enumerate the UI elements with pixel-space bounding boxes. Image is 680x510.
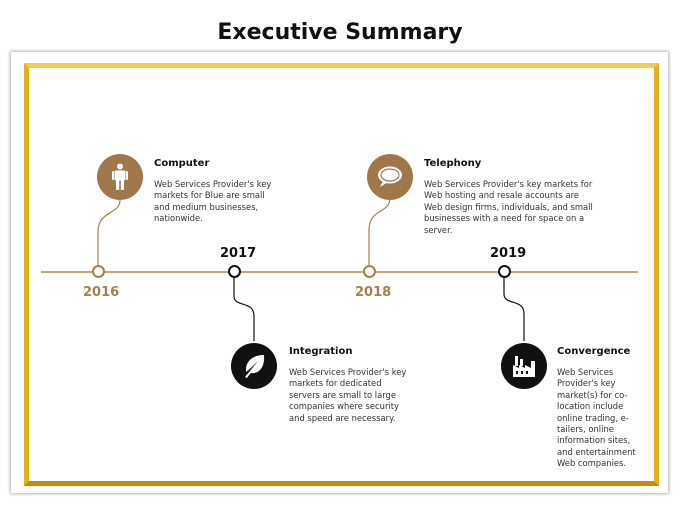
milestone-heading-computer: Computer [154,158,210,169]
timeline-node-2019 [498,265,511,278]
timeline-node-2017 [228,265,241,278]
connector-2019 [503,276,525,341]
connector-2017 [233,276,255,341]
speech-bubble-icon [378,166,402,187]
timeline-axis [41,271,638,273]
person-icon [112,163,128,190]
timeline-node-2018 [363,265,376,278]
year-label-2019: 2019 [490,246,527,261]
gold-frame [24,63,659,486]
integration-icon-circle [231,343,277,389]
milestone-text-integration: Web Services Provider's key markets for … [289,367,407,423]
convergence-icon-circle [501,343,547,389]
milestone-text-telephony: Web Services Provider's key markets for … [424,179,593,235]
slide-title: Executive Summary [217,20,463,45]
leaf-icon [245,355,265,378]
year-label-2017: 2017 [220,246,257,261]
timeline-node-2016 [92,265,105,278]
milestone-heading-convergence: Convergence [557,346,631,357]
milestone-text-computer: Web Services Provider's key markets for … [154,179,272,224]
connector-2018 [368,197,391,266]
milestone-heading-integration: Integration [289,346,353,357]
milestone-text-convergence: Web Services Provider's key market(s) fo… [557,367,636,469]
computer-icon-circle [97,154,143,200]
telephony-icon-circle [367,154,413,200]
factory-icon [513,356,535,377]
milestone-heading-telephony: Telephony [424,158,482,169]
year-label-2018: 2018 [355,285,392,300]
connector-2016 [97,199,121,266]
year-label-2016: 2016 [83,285,120,300]
